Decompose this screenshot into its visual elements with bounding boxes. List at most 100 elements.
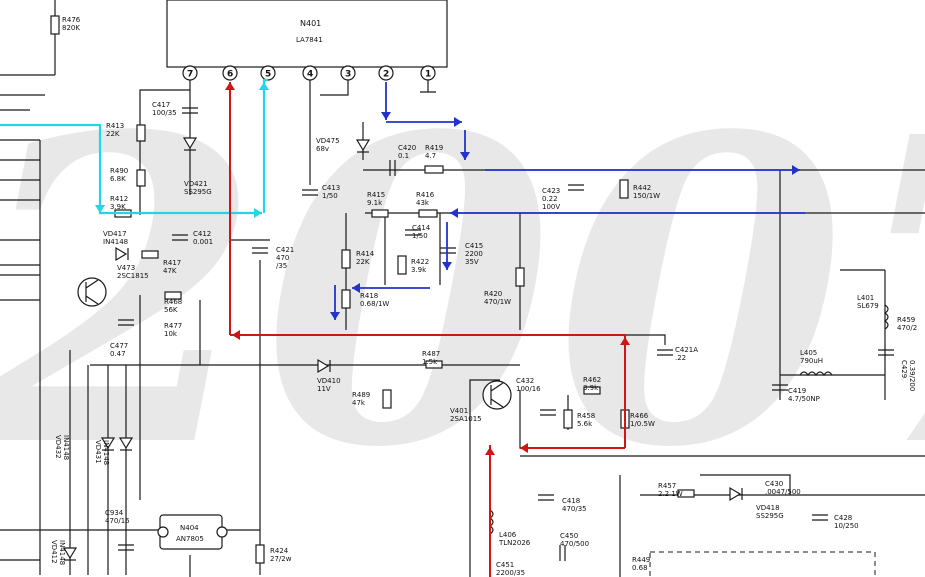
label-line: R415 xyxy=(367,191,385,199)
red-arrowhead xyxy=(620,337,630,345)
ic-pin-label: 5 xyxy=(265,70,271,80)
label-line: 2SC1815 xyxy=(117,272,149,280)
label-line: C451 xyxy=(496,561,514,569)
label-line: R462 xyxy=(583,376,601,384)
label-line: 68v xyxy=(316,145,329,153)
label-line: R489 xyxy=(352,391,370,399)
components: N404 AN7805 xyxy=(50,15,894,577)
label-line: 0.47 xyxy=(110,350,126,358)
label-line: R416 xyxy=(416,191,435,199)
label-line: SS295G xyxy=(184,188,212,196)
label-line: 47K xyxy=(163,267,177,275)
label-line: R422 xyxy=(411,258,429,266)
label-line: 4.7 xyxy=(425,152,436,160)
label-line: 470/500 xyxy=(560,540,589,548)
label-line: 3.9k xyxy=(411,266,427,274)
blue-arrowhead xyxy=(450,208,458,218)
label-line: R458 xyxy=(577,412,595,420)
label-line: R457 xyxy=(658,482,676,490)
label-line: C421 xyxy=(276,246,294,254)
label-line: 2200 xyxy=(465,250,483,258)
label-line: R420 xyxy=(484,290,502,298)
label-line: 22K xyxy=(106,130,120,138)
label-line: VD432 xyxy=(54,435,62,459)
label-line: 47k xyxy=(352,399,366,407)
label-line: C419 xyxy=(788,387,806,395)
blue-arrowhead xyxy=(454,117,462,127)
label-line: 9.1k xyxy=(367,199,383,207)
label-line: VD421 xyxy=(184,180,208,188)
label-line: VD410 xyxy=(317,377,341,385)
ic-n401: N401 LA7841 xyxy=(166,0,448,68)
ic-n401-ref: N401 xyxy=(300,19,321,28)
label-line: C477 xyxy=(110,342,128,350)
label-line: 4.7/50NP xyxy=(788,395,820,403)
red-flow-path xyxy=(229,82,626,577)
label-line: TLN2026 xyxy=(498,539,531,547)
label-line: C418 xyxy=(562,497,580,505)
label-line: 43k xyxy=(416,199,430,207)
label-line: C412 xyxy=(193,230,211,238)
label-line: 470 xyxy=(276,254,289,262)
label-vd432: VD432IN4148 xyxy=(54,435,70,460)
label-line: 27/2w xyxy=(270,555,292,563)
ic-pin-label: 4 xyxy=(307,70,313,80)
label-line: VD431 xyxy=(94,440,102,464)
label-line: R442 xyxy=(633,184,651,192)
blue-arrowhead xyxy=(792,165,800,175)
label-c421a: C421A.22 xyxy=(675,346,698,362)
label-line: 10/250 xyxy=(834,522,859,530)
label-line: IN4148 xyxy=(58,540,66,565)
ic-pin-label: 2 xyxy=(383,70,389,80)
red-arrowhead xyxy=(485,447,495,455)
label-c430: C430.0047/500 xyxy=(765,480,801,496)
label-line: R417 xyxy=(163,259,181,267)
label-line: 1/0.5W xyxy=(630,420,655,428)
label-line: 470/16 xyxy=(105,517,130,525)
label-line: R466 xyxy=(630,412,649,420)
label-line: IN4148 xyxy=(62,435,70,460)
ic-pin-2 xyxy=(378,65,394,81)
label-line: V473 xyxy=(117,264,135,272)
watermark-text: 2007.c xyxy=(0,47,925,540)
cyan-arrowhead xyxy=(95,205,105,213)
label-line: 0.001 xyxy=(193,238,213,246)
label-line: C934 xyxy=(105,509,124,517)
red-arrowhead xyxy=(225,82,235,90)
label-line: R413 xyxy=(106,122,124,130)
label-line: 790uH xyxy=(800,357,823,365)
ic-n404-part: AN7805 xyxy=(176,535,204,543)
label-line: 2.2 1W xyxy=(658,490,683,498)
label-line: C430 xyxy=(765,480,783,488)
